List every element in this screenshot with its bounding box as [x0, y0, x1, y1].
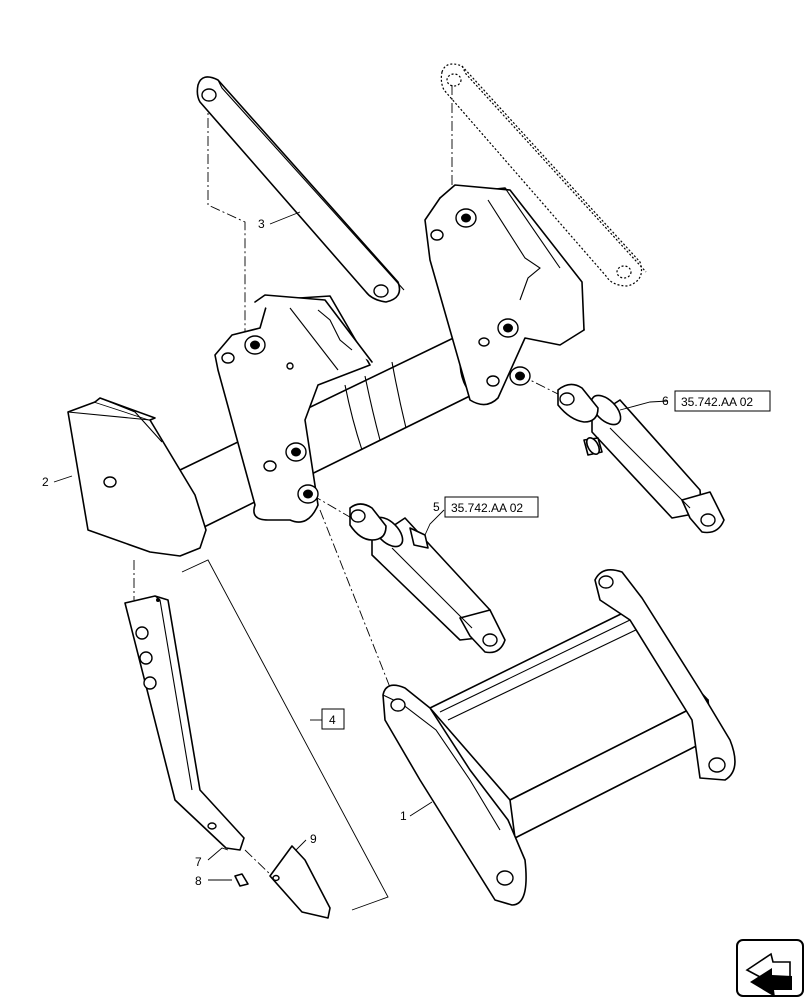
callout-6: 6	[662, 394, 669, 408]
callout-3: 3	[258, 217, 265, 231]
pin-part-8	[234, 873, 249, 887]
callout-5: 5	[433, 500, 440, 514]
callout-2: 2	[42, 475, 49, 489]
link-bar-part-3	[196, 76, 405, 303]
callout-4-box	[321, 708, 345, 730]
reference-6: 35.742.AA 02	[681, 395, 753, 409]
reference-6-box	[674, 390, 771, 412]
reference-5: 35.742.AA 02	[451, 501, 523, 515]
next-page-arrow-icon[interactable]	[736, 939, 804, 997]
shank-bracket-part-4	[124, 595, 245, 851]
callout-8: 8	[195, 874, 202, 888]
callout-1: 1	[400, 809, 407, 823]
lower-frame-part-1	[382, 569, 736, 906]
callout-7: 7	[195, 855, 202, 869]
hydraulic-cylinder-part-5	[349, 503, 506, 654]
link-bar-ghost	[440, 63, 647, 287]
main-tube-assembly-part-2	[67, 184, 585, 557]
leader-lines	[53, 211, 669, 911]
hydraulic-cylinder-part-6	[557, 383, 725, 534]
reference-5-box	[444, 496, 539, 518]
callouts: 1 2 3 4 5 35.742.AA 02 6 35.742.AA 02 7 …	[42, 217, 771, 888]
callout-9: 9	[310, 832, 317, 846]
callout-4: 4	[329, 713, 336, 727]
tooth-part-9	[269, 845, 331, 919]
